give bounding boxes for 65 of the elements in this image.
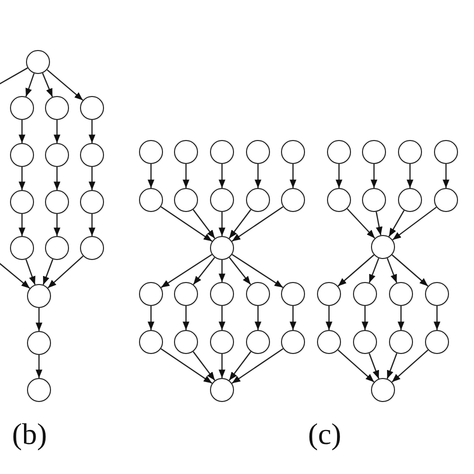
arrow [42, 259, 54, 285]
arrow [218, 260, 226, 282]
arrow [338, 254, 374, 287]
arrow [218, 354, 226, 378]
arrow [218, 164, 226, 188]
arrow [54, 120, 60, 143]
arrow [370, 164, 378, 188]
arrow [368, 258, 380, 284]
arrow [232, 348, 284, 384]
arrow [386, 258, 398, 284]
arrow [25, 73, 35, 97]
arrow [148, 164, 154, 188]
arrow [160, 348, 212, 384]
arrow [290, 164, 296, 188]
panel-label: (c) [308, 420, 342, 450]
arrow [434, 306, 440, 330]
arrow [36, 355, 42, 378]
arrow [346, 208, 376, 239]
arrow [326, 306, 332, 330]
arrow [25, 259, 36, 285]
arrow [406, 164, 414, 188]
arrow [232, 206, 284, 242]
arrow [54, 167, 60, 190]
arrow [392, 350, 428, 382]
arrow [228, 257, 252, 285]
arrow [192, 257, 216, 285]
arrow [442, 164, 450, 188]
arrow [160, 206, 212, 242]
arrow [228, 351, 252, 381]
arrow [392, 206, 437, 240]
arrow [192, 351, 216, 381]
arrow [54, 214, 60, 236]
arrow [42, 72, 53, 98]
arrow [18, 120, 26, 143]
arrow [398, 306, 404, 330]
arrow [48, 256, 84, 288]
arrow [192, 209, 216, 239]
arrow [388, 210, 405, 237]
arrow [228, 209, 252, 239]
arrow [232, 254, 284, 288]
arrow [0, 262, 30, 289]
arrow [88, 120, 96, 143]
arrow [290, 306, 296, 330]
arrow [18, 167, 26, 190]
arrow [160, 254, 212, 288]
arrow [218, 212, 226, 236]
arrow [218, 306, 226, 330]
arrow [148, 306, 154, 330]
arrow [182, 306, 190, 330]
arrow [392, 254, 428, 287]
arrow [368, 353, 380, 379]
panel-label: (b) [12, 420, 47, 450]
arrow [336, 164, 342, 188]
arrow [46, 69, 84, 101]
arrow [254, 306, 262, 330]
arrow [362, 306, 368, 330]
arrow [182, 164, 190, 188]
arrow [36, 308, 42, 331]
arrow [18, 214, 26, 236]
arrow [376, 212, 382, 236]
arrow [88, 214, 96, 236]
arrow [338, 350, 374, 382]
arrow [88, 167, 96, 190]
arrow [254, 164, 262, 188]
arrow [386, 353, 398, 379]
